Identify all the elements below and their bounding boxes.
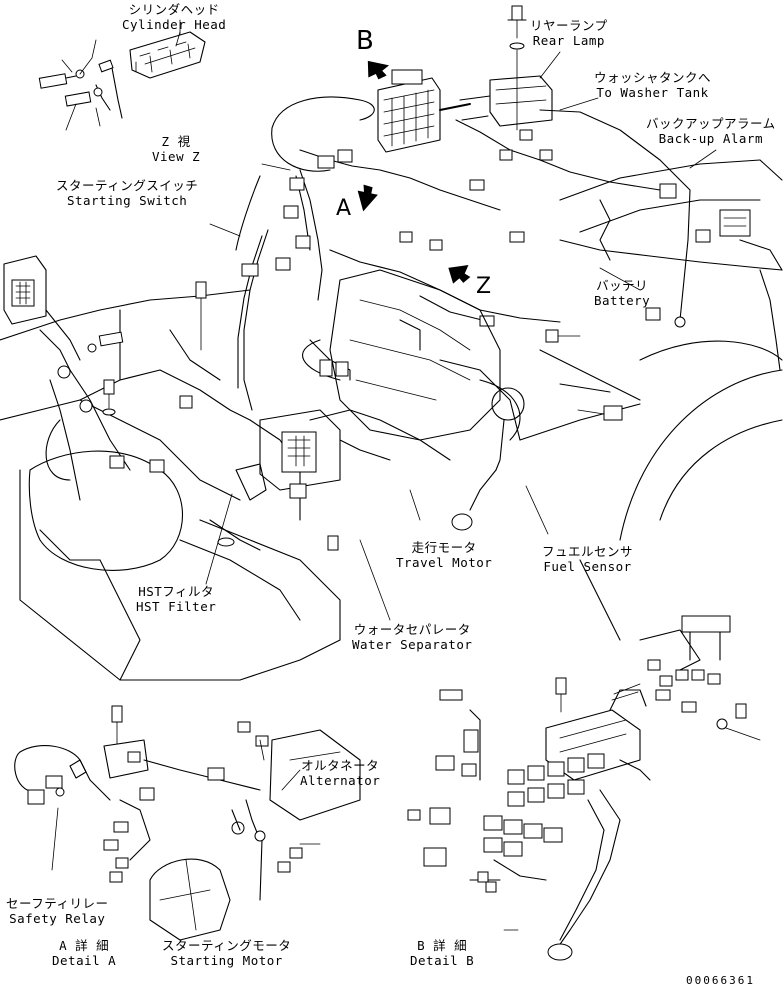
label-to-washer-tank: ウォッシャタンクへ To Washer Tank [594, 70, 712, 100]
bolts-left [79, 281, 207, 416]
label-detail-a: A 詳 細 Detail A [52, 938, 117, 968]
document-number: 00066361 [686, 974, 755, 987]
backup-alarm-area [559, 159, 783, 271]
label-starting-switch: スターティングスイッチ Starting Switch [56, 178, 199, 208]
label-starting-motor: スターティングモータ Starting Motor [162, 938, 292, 968]
label-water-separator: ウォータセパレータ Water Separator [352, 622, 473, 652]
label-travel-motor: 走行モータ Travel Motor [396, 540, 493, 570]
label-detail-b: B 詳 細 Detail B [410, 938, 475, 968]
detail-b-drawing [407, 615, 761, 961]
rear-tire [579, 369, 783, 641]
rear-lamp-assembly [459, 5, 553, 131]
label-backup-alarm: バックアップアラーム Back-up Alarm [646, 116, 776, 146]
main-harness [235, 96, 711, 411]
view-arrows [357, 60, 471, 284]
callout-z: Z [476, 274, 492, 299]
label-rear-lamp: リヤーランプ Rear Lamp [530, 18, 608, 48]
label-alternator: オルタネータ Alternator [300, 758, 381, 788]
label-view-z: Z 視 View Z [152, 134, 201, 164]
cab-frame [0, 289, 341, 681]
cylinder-head-assembly [38, 19, 206, 131]
label-safety-relay: セーフティリレー Safety Relay [6, 896, 109, 926]
label-fuel-sensor: フュエルセンサ Fuel Sensor [542, 544, 634, 574]
callout-a: A [336, 196, 352, 221]
detail-a-drawing [14, 705, 361, 941]
battery-frame [519, 239, 783, 441]
label-cylinder-head: シリンダヘッド Cylinder Head [122, 2, 227, 32]
engine-block [302, 269, 525, 531]
leader-lines [51, 31, 717, 871]
label-battery: バッテリ Battery [594, 278, 651, 308]
label-hst-filter: HSTフィルタ HST Filter [136, 584, 217, 614]
callout-b: B [356, 26, 374, 56]
hst-filter-area [209, 409, 391, 551]
relay-block-b [377, 69, 471, 153]
left-work-lamp [3, 255, 193, 501]
